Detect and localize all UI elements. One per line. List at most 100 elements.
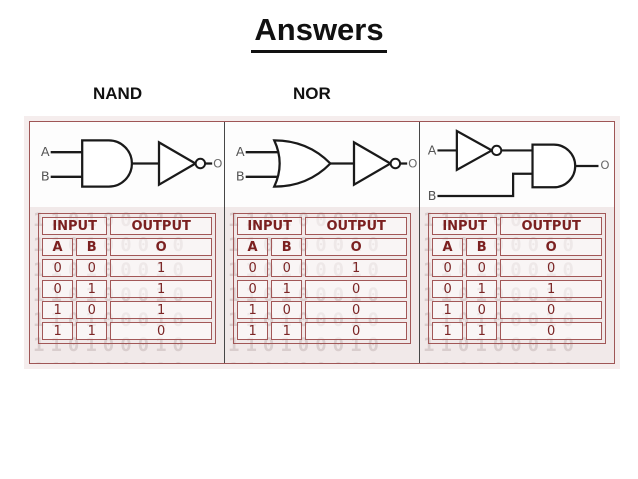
page-title: Answers	[251, 12, 387, 54]
gate-label-nand: NAND	[93, 84, 143, 103]
output-o-label: O	[408, 156, 417, 170]
not-a-and-b-truth-table: INPUT OUTPUT A B O 0 0 0 0	[428, 213, 606, 344]
not-gate-shape	[455, 129, 495, 172]
and-gate-shape	[531, 143, 577, 189]
cell-a: 0	[432, 280, 464, 298]
output-o-label: O	[600, 158, 609, 172]
cell-b: 1	[76, 322, 108, 340]
table-row: 0 0 0	[432, 259, 602, 277]
input-b-label: B	[41, 170, 50, 185]
input-b-wire	[437, 172, 533, 198]
cell-o: 0	[305, 322, 407, 340]
cell-o: 0	[305, 280, 407, 298]
cell-o: 1	[500, 280, 602, 298]
answers-figure: A B O 110100010 110100010 110100010 1101…	[24, 116, 620, 369]
output-header: OUTPUT	[110, 217, 212, 235]
cell-a: 0	[237, 259, 269, 277]
cell-a: 1	[237, 301, 269, 319]
col-header-o: O	[305, 238, 407, 256]
gate-panels: A B O 110100010 110100010 110100010 1101…	[29, 121, 615, 364]
cell-b: 0	[466, 301, 498, 319]
inverter-and-gate-diagram: A B O	[420, 122, 614, 207]
cell-b: 1	[271, 280, 303, 298]
input-b-label: B	[428, 188, 437, 203]
cell-o: 0	[110, 322, 212, 340]
table-row: 1 1 0	[237, 322, 407, 340]
cell-a: 0	[432, 259, 464, 277]
not-a-and-b-table-area: 110100010 110100010 110100010 110100010 …	[420, 207, 614, 363]
inverter-bubble-icon	[194, 157, 207, 170]
input-a-label: A	[236, 145, 245, 160]
nor-gate-diagram: A B O	[225, 122, 419, 207]
col-header-a: A	[42, 238, 74, 256]
table-row: 0 1 1	[42, 280, 212, 298]
col-header-o: O	[110, 238, 212, 256]
input-header: INPUT	[432, 217, 498, 235]
cell-a: 1	[432, 301, 464, 319]
or-gate-shape	[272, 139, 332, 188]
col-header-a: A	[237, 238, 269, 256]
cell-a: 0	[237, 280, 269, 298]
cell-b: 0	[76, 301, 108, 319]
col-header-b: B	[271, 238, 303, 256]
cell-o: 1	[110, 259, 212, 277]
nand-gate-svg: A B O	[41, 139, 222, 188]
col-header-a: A	[432, 238, 464, 256]
cell-b: 1	[466, 280, 498, 298]
input-header: INPUT	[237, 217, 303, 235]
slide-header: Answers	[0, 12, 638, 54]
nor-table-area: 110100010 110100010 110100010 110100010 …	[225, 207, 419, 363]
table-row: 1 0 0	[432, 301, 602, 319]
panel-nand: A B O 110100010 110100010 110100010 1101…	[30, 122, 224, 363]
gate-label-nor: NOR	[293, 84, 331, 103]
input-b-label: B	[236, 170, 245, 185]
input-a-label: A	[428, 142, 437, 157]
nor-truth-table: INPUT OUTPUT A B O 0 0 1 0	[233, 213, 411, 344]
nand-gate-diagram: A B O	[30, 122, 224, 207]
cell-b: 1	[271, 322, 303, 340]
table-row: 1 0 1	[42, 301, 212, 319]
inverter-bubble-icon	[389, 157, 402, 170]
table-row: 1 1 0	[432, 322, 602, 340]
table-row: 0 1 1	[432, 280, 602, 298]
cell-b: 1	[466, 322, 498, 340]
nand-truth-table: INPUT OUTPUT A B O 0 0 1 0	[38, 213, 216, 344]
input-a-label: A	[41, 145, 50, 160]
not-gate-shape	[352, 140, 393, 187]
cell-b: 1	[76, 280, 108, 298]
cell-o: 1	[305, 259, 407, 277]
cell-a: 1	[42, 322, 74, 340]
and-gate-shape	[81, 139, 133, 188]
col-header-b: B	[76, 238, 108, 256]
output-header: OUTPUT	[305, 217, 407, 235]
table-row: 0 1 0	[237, 280, 407, 298]
nand-table-area: 110100010 110100010 110100010 110100010 …	[30, 207, 224, 363]
nor-gate-svg: A B O	[236, 139, 417, 188]
cell-a: 1	[42, 301, 74, 319]
col-header-b: B	[466, 238, 498, 256]
cell-a: 0	[42, 259, 74, 277]
cell-b: 0	[466, 259, 498, 277]
cell-b: 0	[76, 259, 108, 277]
output-header: OUTPUT	[500, 217, 602, 235]
inverter-bubble-icon	[491, 144, 503, 157]
cell-o: 0	[305, 301, 407, 319]
cell-a: 1	[432, 322, 464, 340]
cell-o: 0	[500, 259, 602, 277]
output-o-label: O	[213, 156, 222, 170]
panel-not-a-and-b: A B O 110100010 110100010 110100010 1101…	[419, 122, 614, 363]
not-gate-shape	[157, 140, 198, 187]
cell-o: 0	[500, 301, 602, 319]
table-row: 1 1 0	[42, 322, 212, 340]
inverter-and-gate-svg: A B O	[428, 129, 610, 203]
table-row: 0 0 1	[42, 259, 212, 277]
cell-b: 0	[271, 301, 303, 319]
cell-o: 1	[110, 301, 212, 319]
cell-o: 1	[110, 280, 212, 298]
cell-a: 0	[42, 280, 74, 298]
table-row: 1 0 0	[237, 301, 407, 319]
col-header-o: O	[500, 238, 602, 256]
cell-a: 1	[237, 322, 269, 340]
cell-b: 0	[271, 259, 303, 277]
table-row: 0 0 1	[237, 259, 407, 277]
